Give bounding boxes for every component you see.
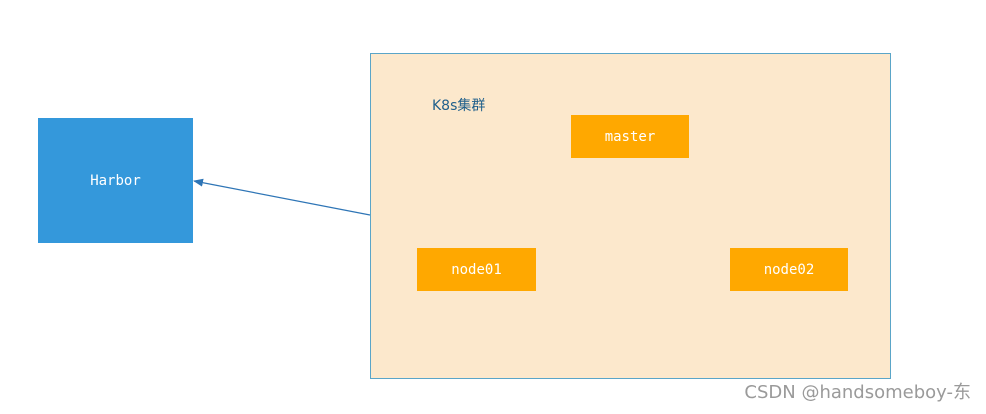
watermark-text: CSDN @handsomeboy-东 [744,382,971,403]
node01-box: node01 [417,248,536,291]
harbor-box: Harbor [38,118,193,243]
master-node-label: master [604,128,656,145]
cluster-to-harbor-arrow [193,178,371,216]
node01-label: node01 [451,261,502,278]
k8s-cluster-box: K8s集群 master node01 node02 [370,53,891,379]
harbor-label: Harbor [90,172,141,189]
node02-box: node02 [730,248,848,291]
master-node-box: master [571,115,689,158]
cluster-label: K8s集群 [432,98,486,114]
node02-label: node02 [763,261,815,278]
